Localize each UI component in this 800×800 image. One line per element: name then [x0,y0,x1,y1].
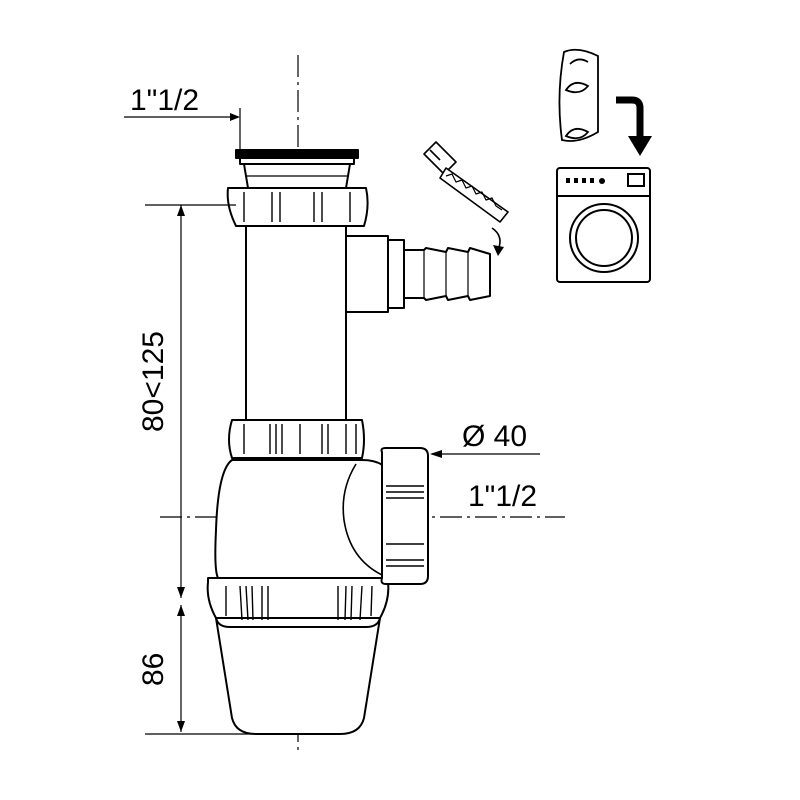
siphon-bottom-cup [215,617,381,735]
hose-spigot [403,247,491,301]
dimension-arrowheads [177,113,442,732]
inlet-nut [226,187,369,227]
dimension-lines [124,108,540,735]
outlet-nut [380,447,429,585]
hacksaw-icon [423,141,509,256]
height-range-label: 80<125 [137,331,170,432]
bottom-height-label: 86 [137,653,170,686]
inlet-thread-label: 1"1/2 [130,84,199,117]
hose-collar [387,239,405,309]
outlet-diameter-label: Ø 40 [462,420,527,453]
siphon-upper-nut [228,419,365,459]
side-branch [345,235,389,313]
vertical-pipe [245,225,347,421]
outlet-thread-label: 1"1/2 [468,480,537,513]
siphon [206,149,491,735]
hose-insert-icon [558,48,599,142]
arrow-down-icon [616,96,652,156]
waste-flange [235,149,359,159]
washing-machine-icon [556,167,651,283]
